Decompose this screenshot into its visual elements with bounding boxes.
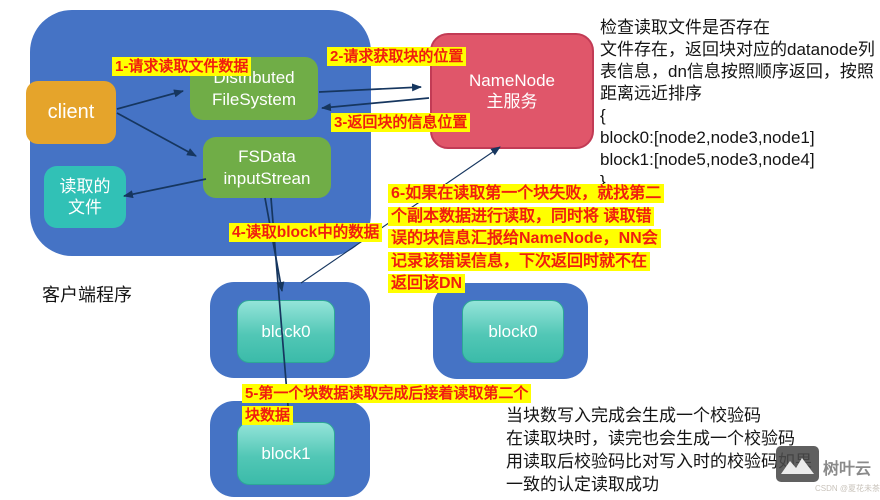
step4-label: 4-读取block中的数据 bbox=[229, 222, 383, 243]
step6-label: 6-如果在读取第一个块失败，就找第二 个副本数据进行读取，同时将 读取错 误的块… bbox=[388, 183, 665, 296]
fsdata-inputstream-node: FSData inputStrean bbox=[203, 137, 331, 198]
step1-label: 1-请求读取文件数据 bbox=[112, 56, 252, 77]
distributed-filesystem-node: Distributed FileSystem bbox=[190, 57, 318, 120]
watermark-image-icon bbox=[776, 446, 819, 487]
step2-label: 2-请求获取块的位置 bbox=[327, 46, 467, 67]
step5-label: 5-第一个块数据读取完成后接着读取第二个 块数据 bbox=[242, 383, 532, 427]
namenode-check-note: 检查读取文件是否存在 文件存在，返回块对应的datanode列 表信息，dn信息… bbox=[600, 18, 875, 191]
block0-left-node: block0 bbox=[237, 300, 335, 363]
namenode-node: NameNode 主服务 bbox=[430, 33, 594, 149]
client-program-label: 客户端程序 bbox=[42, 285, 132, 305]
client-node: client bbox=[26, 81, 116, 144]
read-file-node: 读取的 文件 bbox=[44, 166, 126, 228]
watermark-brand-text: 树叶云 bbox=[823, 461, 872, 478]
watermark-credit-text: CSDN @夏花未茶 bbox=[814, 484, 880, 493]
checksum-note: 当块数写入完成会生成一个校验码 在读取块时，读完也会生成一个校验码 用读取后校验… bbox=[506, 406, 812, 494]
step3-label: 3-返回块的信息位置 bbox=[331, 112, 471, 133]
block1-node: block1 bbox=[237, 422, 335, 485]
block0-right-node: block0 bbox=[462, 300, 564, 363]
